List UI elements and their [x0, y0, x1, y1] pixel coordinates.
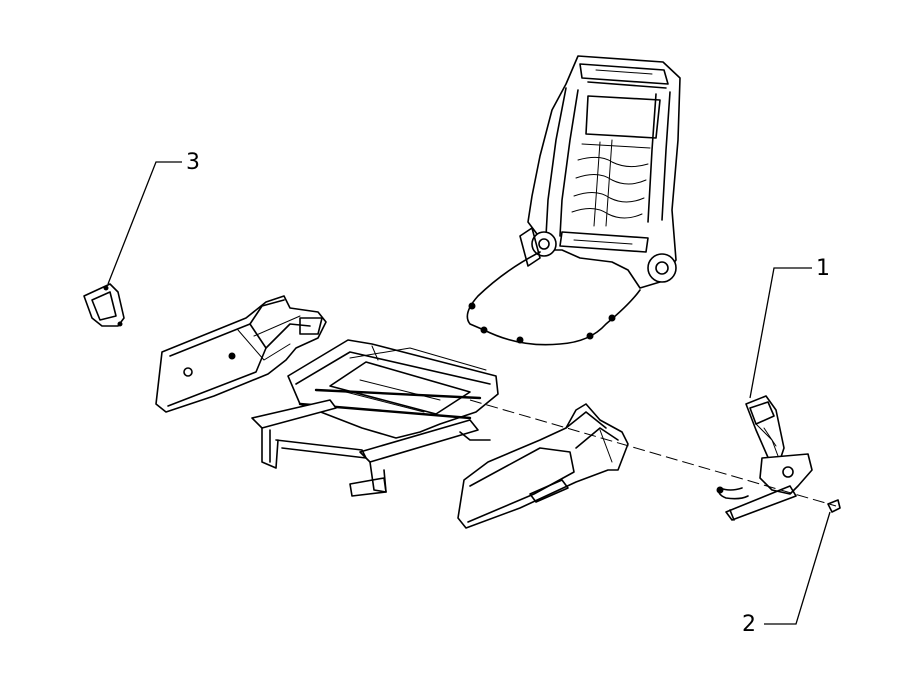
right-side-shield: [457, 403, 629, 529]
seat-back-frame: [466, 55, 681, 346]
callout-1-leader: [749, 267, 812, 399]
callout-2-leader: [764, 511, 831, 625]
callout-2: 2: [742, 511, 831, 637]
callout-3: 3: [107, 150, 200, 285]
assembly-axis-line: [469, 399, 837, 507]
small-cover: [83, 283, 125, 327]
bolt: [827, 499, 841, 513]
seat-belt-buckle: [716, 395, 813, 521]
callout-2-label: 2: [742, 612, 756, 637]
callout-3-leader: [107, 161, 182, 285]
seat-cushion-frame: [251, 339, 499, 497]
callout-1-label: 1: [816, 256, 830, 281]
callout-1: 1: [749, 256, 830, 399]
left-side-shield: [155, 295, 327, 413]
callout-3-label: 3: [186, 150, 200, 175]
